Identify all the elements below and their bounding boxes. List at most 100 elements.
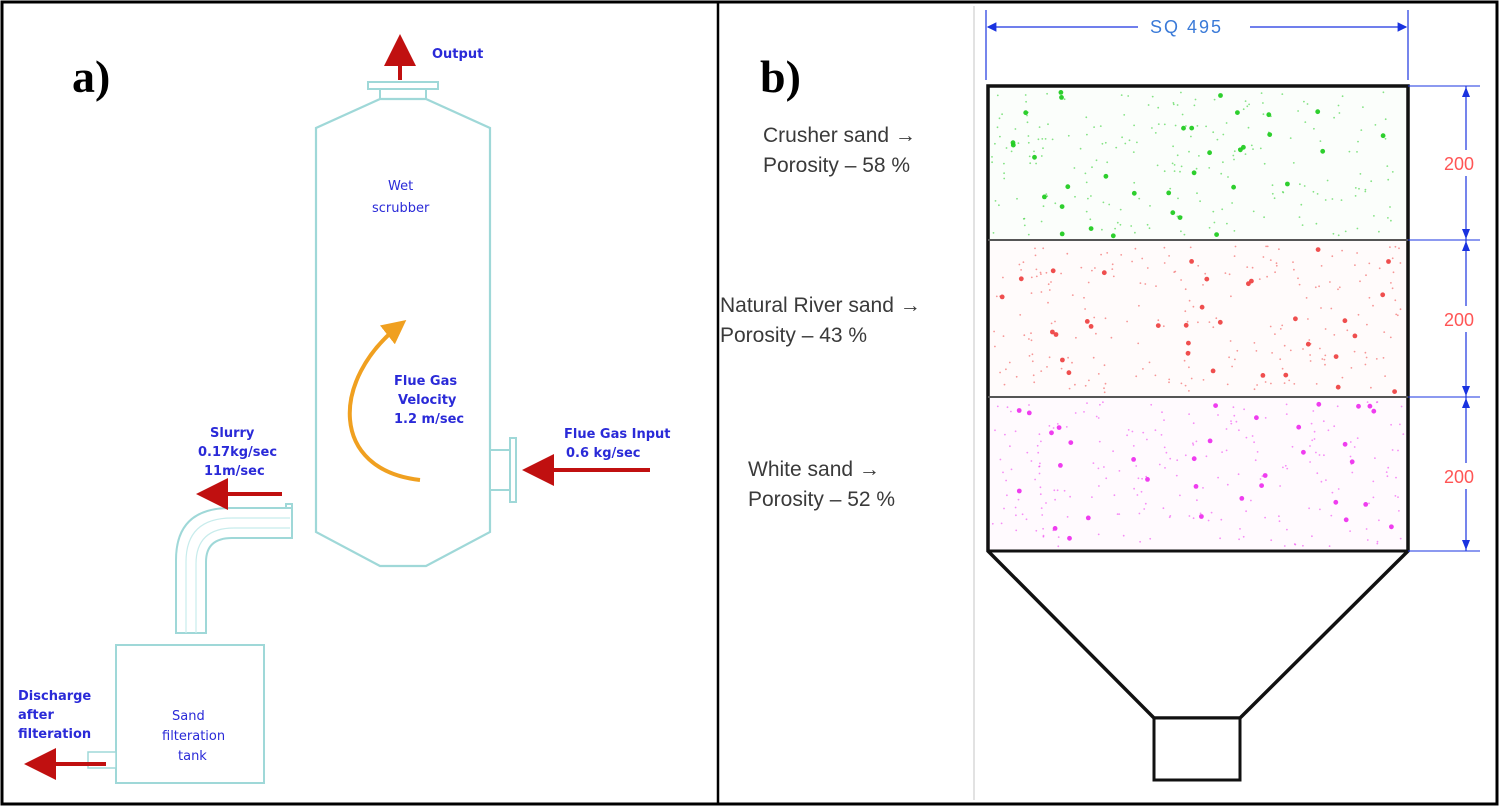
sand-particle: [1172, 102, 1175, 104]
sand-particle: [1049, 430, 1054, 436]
sand-particle: [1271, 192, 1274, 195]
sand-particle: [1225, 449, 1228, 452]
sand-particle: [1003, 172, 1005, 175]
sand-particle: [1172, 145, 1174, 148]
sand-particle: [1333, 425, 1336, 428]
flue-gas-flow-arrow: [347, 320, 421, 482]
sand-particle: [1260, 373, 1266, 378]
sand-particle: [1315, 222, 1318, 225]
sand-particle: [1091, 166, 1093, 169]
sand-particle: [1207, 519, 1210, 522]
sand-particle: [1285, 403, 1288, 406]
sand-particle: [1260, 92, 1263, 94]
sand-filteration-tank: [115, 644, 265, 784]
sand-particle: [1313, 430, 1316, 433]
sand-particle: [1112, 450, 1114, 453]
sand-particle: [1323, 358, 1326, 361]
sand-particle: [1006, 406, 1009, 409]
sand-particle: [1008, 361, 1011, 364]
sand-particle: [1378, 519, 1380, 522]
sand-particle: [1166, 190, 1172, 196]
sand-particle: [1059, 204, 1065, 210]
sand-particle: [1225, 122, 1228, 124]
sand-particle: [1356, 151, 1358, 153]
sand-particle: [994, 200, 997, 202]
sand-particle: [1384, 118, 1387, 121]
sand-particle: [1192, 444, 1195, 446]
sand-particle: [1154, 132, 1157, 134]
sand-particle: [1204, 272, 1207, 275]
sand-particle: [1289, 137, 1292, 140]
slurry-pipe-inner: [185, 517, 290, 633]
sand-particle: [1075, 336, 1077, 339]
sand-particle: [1063, 489, 1066, 492]
sand-particle: [1234, 245, 1237, 248]
tank-label-1: Sand: [172, 709, 205, 724]
sand-particle: [1168, 381, 1170, 384]
sand-particle: [1249, 278, 1254, 284]
sand-particle: [1351, 471, 1354, 474]
sand-particle: [1004, 433, 1006, 436]
sand-particle: [1391, 449, 1394, 451]
sand-particle: [1364, 363, 1367, 366]
sand-particle: [1264, 381, 1267, 383]
sand-particle: [1034, 478, 1036, 481]
sand-particle: [1262, 256, 1265, 258]
sand-particle: [1092, 356, 1095, 359]
sand-particle: [1172, 103, 1175, 106]
sand-particle: [1110, 233, 1116, 239]
sand-particle: [1301, 449, 1306, 455]
sand-particle: [1027, 233, 1030, 236]
sand-particle: [1365, 274, 1367, 277]
sand-particle: [1144, 283, 1147, 285]
sand-particle: [1324, 328, 1327, 330]
sand-particle: [1105, 477, 1108, 480]
sand-particle: [1319, 140, 1322, 143]
sand-particle: [1179, 170, 1181, 173]
sand-particle: [1256, 384, 1258, 386]
sand-particle: [1283, 344, 1286, 347]
sand-particle: [1181, 113, 1184, 116]
sand-particle: [1332, 232, 1335, 235]
sand-particle: [1387, 178, 1390, 181]
slurry-label-3: 11m/sec: [204, 464, 265, 479]
sand-particle: [1254, 415, 1259, 421]
sand-particle: [994, 345, 996, 348]
sand-particle: [1154, 429, 1157, 432]
sand-particle: [1033, 150, 1035, 153]
sand-particle: [1226, 383, 1229, 386]
sand-particle: [1151, 127, 1153, 129]
sand-particle: [991, 156, 993, 158]
sand-particle: [1139, 282, 1142, 284]
sand-particle: [1132, 151, 1135, 154]
sand-particle: [1160, 434, 1163, 436]
sand-particle: [1128, 139, 1131, 142]
sand-particle: [1204, 276, 1210, 282]
sand-particle: [1144, 502, 1147, 505]
sand-particle: [1195, 167, 1198, 170]
sand-particle: [1047, 123, 1049, 126]
sand-particle: [1389, 206, 1391, 208]
layer-crusher-sand: [988, 88, 1408, 240]
sand-particle: [1031, 353, 1034, 356]
sand-particle: [1149, 537, 1152, 540]
sand-particle: [1027, 135, 1030, 137]
sand-particle: [1197, 264, 1200, 267]
sand-particle: [1269, 259, 1272, 261]
layer-1-name: Crusher sand →: [763, 124, 916, 147]
sand-particle: [1067, 134, 1070, 137]
sand-particle: [1026, 114, 1028, 117]
sand-particle: [1033, 381, 1036, 384]
sand-particle: [1016, 197, 1018, 200]
sand-particle: [1047, 283, 1050, 286]
sand-particle: [1233, 158, 1235, 161]
sand-particle: [1392, 271, 1395, 274]
sand-particle: [1163, 262, 1166, 264]
sand-particle: [1141, 477, 1143, 480]
sand-particle: [1099, 403, 1101, 406]
sand-particle: [1337, 104, 1340, 107]
sand-particle: [1321, 358, 1324, 360]
sand-particle: [1169, 515, 1172, 517]
sand-particle: [1367, 403, 1373, 409]
sand-particle: [1397, 496, 1399, 498]
